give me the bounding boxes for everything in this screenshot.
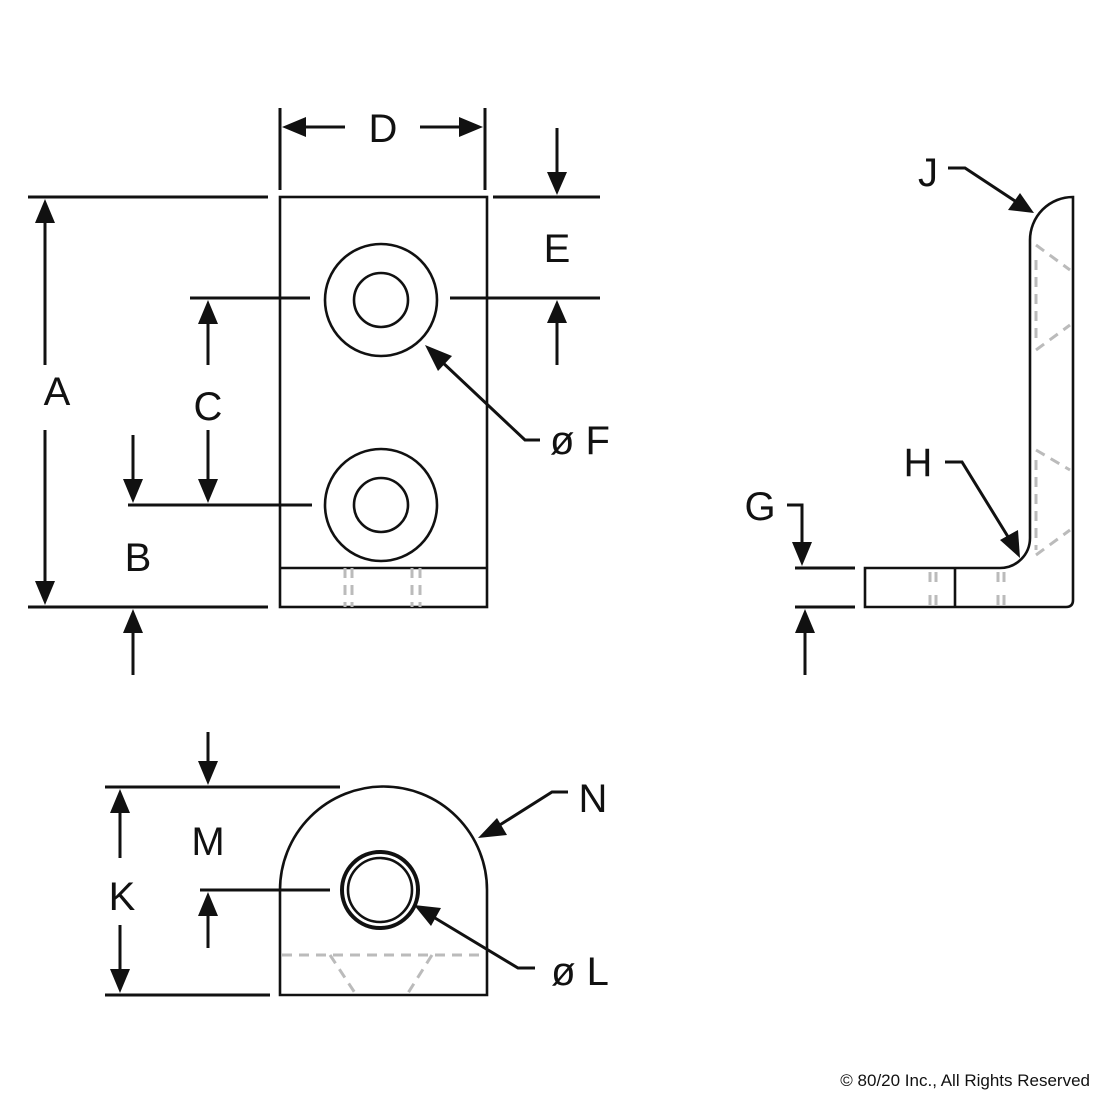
dimension-M: M: [105, 732, 340, 948]
hidden-lines-bottom: [282, 953, 485, 994]
front-view: [278, 195, 489, 609]
tab-outline: [278, 785, 489, 997]
through-hole: [346, 856, 414, 924]
hidden-lines: [343, 568, 422, 607]
label-C: C: [194, 385, 223, 429]
dimension-D: D: [278, 107, 487, 190]
label-A: A: [44, 370, 71, 414]
dimension-G: G: [744, 485, 855, 675]
side-view: [863, 195, 1075, 609]
bottom-view: [278, 785, 489, 997]
leader-H: H: [904, 441, 1020, 558]
label-F: ø F: [550, 419, 610, 463]
hole-top: [352, 271, 410, 329]
dimension-B: B: [123, 435, 151, 675]
dimension-K: K: [105, 789, 270, 997]
leader-L: ø L: [414, 905, 609, 994]
label-K: K: [109, 875, 136, 919]
counterbore-top: [323, 242, 439, 358]
label-M: M: [191, 820, 224, 864]
counterbore-bottom: [323, 447, 439, 563]
dimension-C: C: [128, 296, 312, 507]
label-D: D: [369, 107, 398, 151]
label-B: B: [125, 536, 152, 580]
hidden-lines-side: [928, 243, 1071, 607]
label-H: H: [904, 441, 933, 485]
label-L: ø L: [551, 950, 609, 994]
label-N: N: [579, 777, 608, 821]
label-J: J: [918, 151, 938, 195]
label-G: G: [744, 485, 775, 529]
hole-bottom: [352, 476, 410, 534]
dimension-A: A: [28, 195, 268, 609]
counterbore-hole: [340, 850, 420, 930]
copyright-notice: © 80/20 Inc., All Rights Reserved: [840, 1071, 1090, 1090]
leader-J: J: [918, 151, 1034, 213]
bracket-profile: [863, 195, 1075, 609]
dimension-E: E: [450, 128, 600, 365]
leader-N: N: [478, 777, 607, 838]
label-E: E: [544, 227, 571, 271]
leader-F: ø F: [425, 345, 610, 463]
front-plate-outline: [278, 195, 489, 609]
